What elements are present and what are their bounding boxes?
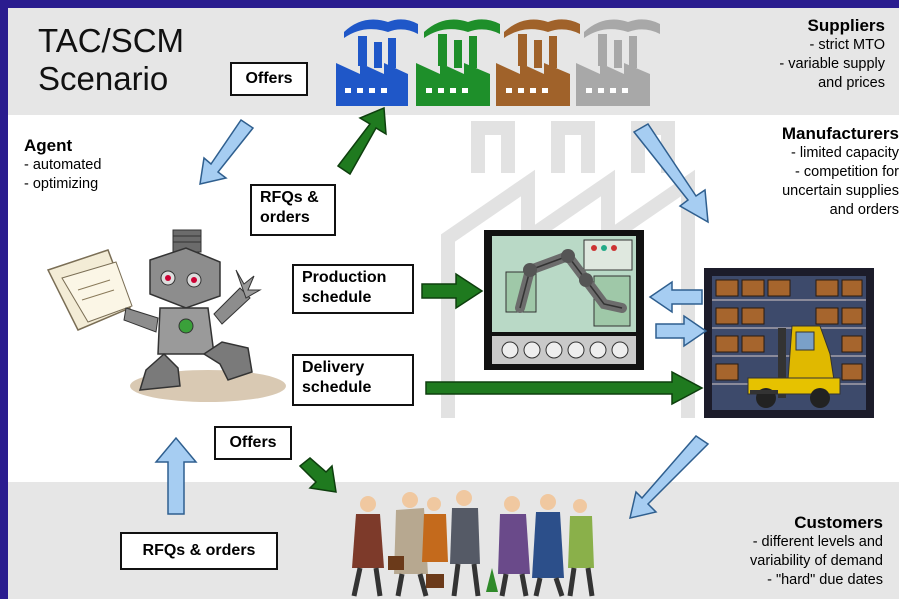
suppliers-heading: Suppliers xyxy=(807,16,885,35)
suppliers-line: and prices xyxy=(818,75,885,91)
manufacturers-line: uncertain supplies xyxy=(782,183,899,199)
customers-line: - different levels and xyxy=(752,534,883,550)
agent-heading: Agent xyxy=(24,136,73,155)
manufacturers-line: - limited capacity xyxy=(791,145,899,161)
factory-blue-icon xyxy=(336,19,418,106)
offers-label-text: Offers xyxy=(245,70,293,87)
suppliers-text: Suppliers - strict MTO - variable supply… xyxy=(779,16,885,93)
delivery-label-line: Delivery xyxy=(302,359,365,376)
production-label-line: schedule xyxy=(302,289,372,306)
customers-crowd-icon xyxy=(351,490,595,597)
customers-to-agent-arrow xyxy=(154,436,198,515)
light-arrows xyxy=(154,118,710,520)
machine-to-warehouse-arrow xyxy=(655,314,708,348)
production-schedule-arrow xyxy=(421,272,484,310)
offers-label-top: Offers xyxy=(230,62,308,96)
dark-arrows xyxy=(298,106,704,493)
background-factory-outline xyxy=(441,121,695,418)
manufacturers-line: - competition for xyxy=(795,164,899,180)
customers-heading: Customers xyxy=(794,513,883,532)
robot-agent-icon xyxy=(46,229,286,402)
agent-line: - automated xyxy=(24,157,102,173)
rfqs-orders-label-bottom: RFQs & orders xyxy=(120,532,278,570)
offers-to-customers-arrow xyxy=(298,457,337,493)
diagram-graphics xyxy=(46,19,874,597)
rfqs-orders-label-top: RFQs & orders xyxy=(250,184,336,236)
rfqs-to-suppliers-arrow xyxy=(336,106,387,176)
title-line: TAC/SCM xyxy=(38,22,185,59)
delivery-schedule-arrow xyxy=(425,370,704,406)
factory-green-icon xyxy=(416,19,500,106)
manufacturers-text: Manufacturers - limited capacity - compe… xyxy=(782,124,899,220)
agent-line: - optimizing xyxy=(24,176,99,192)
manufacturers-to-customers-arrow xyxy=(628,435,710,520)
offers-label-bottom: Offers xyxy=(214,426,292,460)
warehouse-to-machine-arrow xyxy=(648,280,703,314)
title-line: Scenario xyxy=(38,60,169,97)
suppliers-line: - variable supply xyxy=(779,56,885,72)
rfqs-label-line: RFQs & xyxy=(260,189,319,206)
delivery-label-line: schedule xyxy=(302,379,372,396)
factory-brown-icon xyxy=(496,19,580,106)
slide-canvas: TAC/SCM Scenario Suppliers - strict MTO … xyxy=(8,8,899,599)
customers-line: variability of demand xyxy=(750,553,883,569)
manufacturers-heading: Manufacturers xyxy=(781,124,899,143)
diagram-title: TAC/SCM Scenario xyxy=(38,22,184,98)
delivery-schedule-label: Delivery schedule xyxy=(292,354,414,406)
production-label-line: Production xyxy=(302,269,387,286)
offers-label-text: Offers xyxy=(229,434,277,451)
agent-text: Agent - automated - optimizing xyxy=(24,136,101,194)
rfqs-bottom-label-text: RFQs & orders xyxy=(142,542,256,559)
offers-to-agent-arrow xyxy=(199,118,255,185)
manufacturers-line: and orders xyxy=(829,202,899,218)
production-schedule-label: Production schedule xyxy=(292,264,414,314)
suppliers-line: - strict MTO xyxy=(809,37,885,53)
assembly-machine-icon xyxy=(484,230,644,370)
factory-gray-icon xyxy=(576,19,660,106)
customers-text: Customers - different levels and variabi… xyxy=(750,513,883,590)
warehouse-forklift-icon xyxy=(704,268,874,418)
suppliers-to-manufacturers-arrow xyxy=(632,123,709,224)
customers-line: - "hard" due dates xyxy=(767,572,883,588)
rfqs-label-line: orders xyxy=(260,209,310,226)
